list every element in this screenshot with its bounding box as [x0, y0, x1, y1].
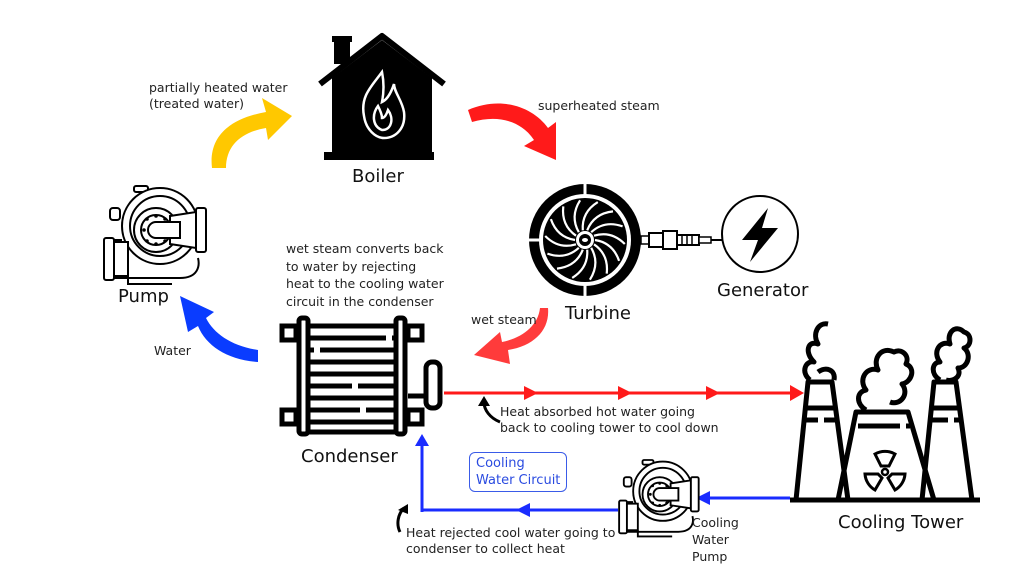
cooling-tower-icon	[790, 321, 980, 503]
label-line: Heat rejected cool water going to	[406, 525, 616, 540]
flow-arrow-pump-to-boiler	[211, 98, 292, 168]
label-condenser: Condenser	[301, 446, 398, 467]
turbine-fan-icon	[529, 184, 641, 296]
lightning-bolt-icon	[721, 195, 799, 273]
turbine-blade	[593, 233, 626, 245]
turbine-blade	[590, 223, 623, 234]
label-line: Heat absorbed hot water going	[500, 404, 695, 419]
turbine-blade	[556, 249, 584, 270]
turbine-blade	[594, 238, 621, 262]
flow-chevron	[524, 386, 538, 400]
turbine-blade	[573, 199, 582, 233]
centrifugal-pump-icon	[618, 459, 700, 538]
turbine-blade	[593, 243, 609, 274]
label-line: partially heated water	[149, 80, 288, 95]
label-turbine: Turbine	[565, 303, 631, 324]
label-cool-water-note: Heat rejected cool water going to conden…	[406, 525, 615, 557]
label-cooling-tower: Cooling Tower	[838, 512, 964, 533]
heat-exchanger-icon	[279, 315, 443, 437]
label-cooling-water-pump: Cooling Water Pump	[692, 514, 739, 565]
turbine-blade	[544, 235, 577, 247]
turbine-blade	[561, 206, 577, 237]
label-line: circuit in the condenser	[286, 293, 434, 309]
house-flame-icon	[318, 33, 446, 160]
flow-arrow-boiler-to-turbine	[468, 103, 556, 160]
centrifugal-pump-icon	[103, 185, 207, 285]
radiation-icon	[863, 449, 907, 493]
flow-arrow-turbine-to-condenser	[474, 308, 549, 364]
label-line: Cooling	[476, 456, 525, 471]
label-line: Cooling	[692, 515, 739, 530]
turbine-blade	[588, 247, 597, 281]
label-water: Water	[154, 343, 191, 358]
turbine-blade	[586, 210, 614, 231]
turbine-blade	[549, 218, 576, 242]
label-condenser-note: wet steam converts back to water by reje…	[286, 240, 444, 310]
label-line: Water	[692, 532, 729, 547]
cooling-water-circuit-badge: Cooling Water Circuit	[469, 452, 568, 492]
label-superheated-steam: superheated steam	[538, 98, 660, 113]
cool-water-line	[415, 434, 790, 517]
label-line: (treated water)	[149, 96, 244, 111]
label-generator: Generator	[717, 280, 809, 301]
turbine-blade	[571, 249, 589, 279]
turbine-blade	[547, 246, 580, 257]
label-line: to water by rejecting	[286, 258, 417, 274]
label-partially-heated-water: partially heated water (treated water)	[149, 80, 287, 112]
label-boiler: Boiler	[352, 166, 404, 187]
label-hot-water-note: Heat absorbed hot water going back to co…	[500, 404, 719, 436]
shaft-coupling-icon	[640, 230, 722, 250]
flow-chevron	[790, 385, 804, 401]
flow-chevron	[706, 386, 720, 400]
label-line: condenser to collect heat	[406, 541, 565, 556]
label-wet-steam: wet steam	[471, 312, 537, 327]
label-pump: Pump	[118, 286, 169, 307]
turbine-blade	[581, 201, 599, 231]
label-line: wet steam converts back	[286, 241, 444, 256]
label-line: back to cooling tower to cool down	[500, 420, 719, 435]
label-line: Water Circuit	[476, 473, 561, 488]
label-line: Pump	[692, 549, 728, 564]
hot-water-line	[444, 385, 804, 401]
flow-chevron	[618, 386, 632, 400]
label-line: heat to the cooling water	[286, 276, 444, 291]
flow-arrow-condenser-to-pump	[180, 296, 258, 362]
